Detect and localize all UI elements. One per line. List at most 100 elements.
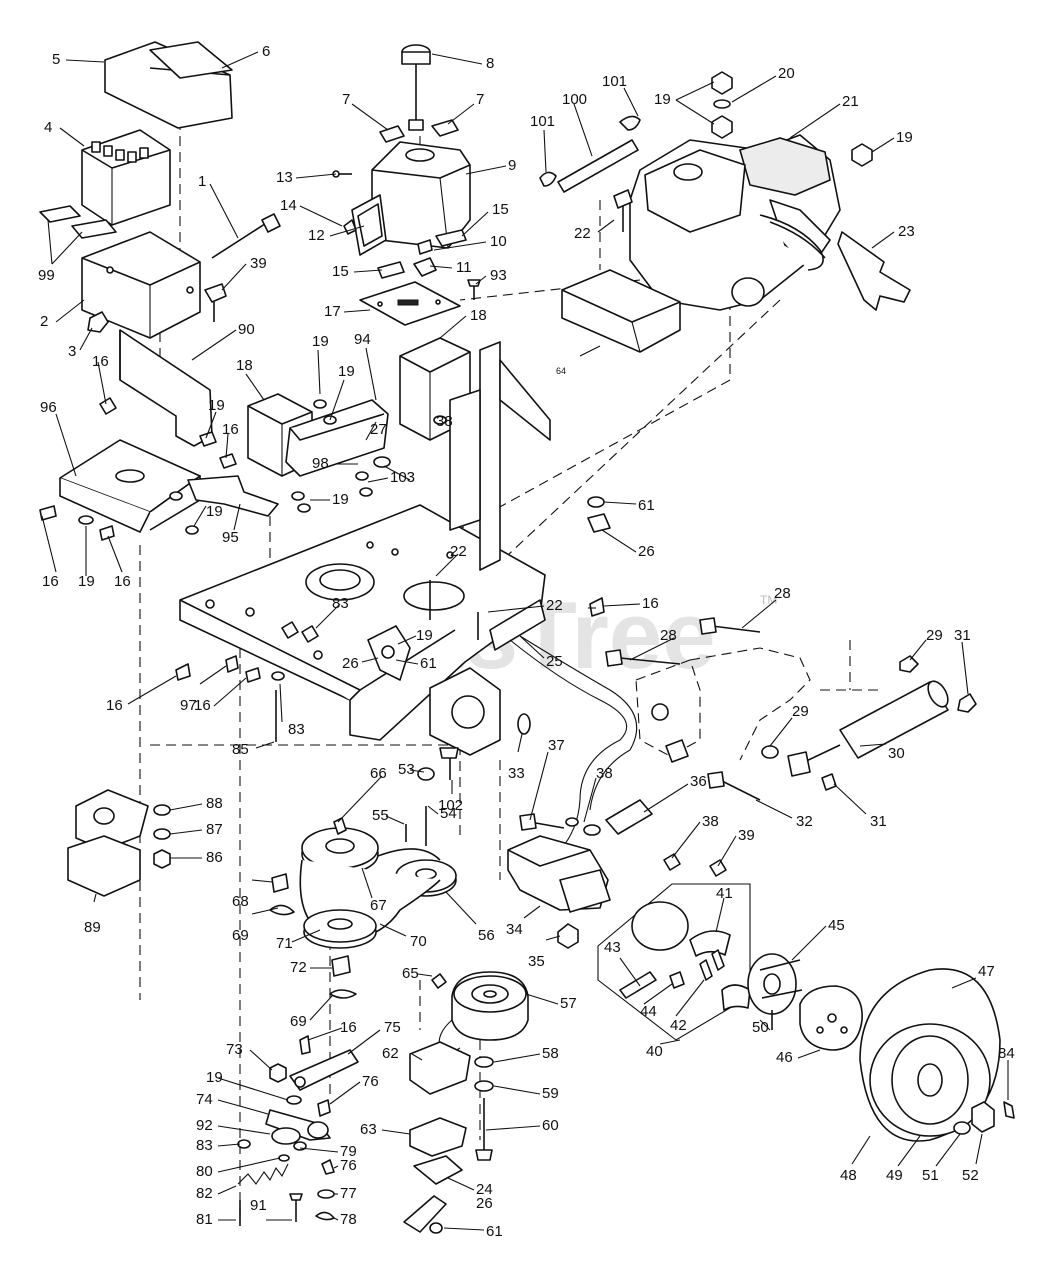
bracket-95 [187, 475, 279, 517]
callout-70: 70 [410, 933, 427, 950]
callout-101: 101 [602, 73, 627, 90]
callout-90: 90 [238, 321, 255, 338]
callout-31: 31 [954, 627, 971, 644]
clutch-brackets-62-63 [409, 1041, 471, 1157]
callout-3: 3 [68, 343, 76, 360]
callout-83: 83 [332, 595, 349, 612]
callout-34: 34 [506, 921, 523, 938]
callout-28b: 28 [660, 627, 677, 644]
callout-60: 60 [542, 1117, 559, 1134]
fittings-37-38 [519, 813, 727, 877]
callout-68: 68 [232, 893, 249, 910]
bolts-28 [605, 617, 761, 667]
callout-33: 33 [508, 765, 525, 782]
callout-80: 80 [196, 1163, 213, 1180]
callout-41: 41 [716, 885, 733, 902]
callout-19: 19 [654, 91, 671, 108]
callout-30: 30 [888, 745, 905, 762]
callout-76: 76 [362, 1073, 379, 1090]
callout-53: 53 [398, 761, 415, 778]
callout-93: 93 [490, 267, 507, 284]
callout-61c: 61 [486, 1223, 503, 1240]
spacer-46 [799, 985, 863, 1051]
callout-38: 38 [436, 413, 453, 430]
bolt-32 [707, 771, 761, 801]
callout-62: 62 [382, 1045, 399, 1062]
callout-18b: 18 [236, 357, 253, 374]
battery-tray [81, 231, 201, 339]
callout-16e: 16 [642, 595, 659, 612]
callout-97: 97 [180, 697, 197, 714]
callout-76b: 76 [340, 1157, 357, 1174]
callout-42: 42 [670, 1017, 687, 1034]
callout-102: 102 [438, 797, 463, 814]
callout-88: 88 [206, 795, 223, 812]
callout-6: 6 [262, 43, 270, 60]
callout-50: 50 [752, 1019, 769, 1036]
callout-16d: 16 [114, 573, 131, 590]
idler-arm-75 [289, 1035, 359, 1091]
bracket-26-61-bottom [403, 1195, 447, 1234]
nut-35 [557, 923, 579, 949]
main-frame [179, 504, 546, 741]
clutch-hardware [431, 973, 494, 1161]
callout-22: 22 [574, 225, 591, 242]
callout-64: 64 [556, 366, 566, 376]
callout-48: 48 [840, 1167, 857, 1184]
wheel-fasteners [771, 1010, 1015, 1135]
frame-upright-27 [449, 341, 551, 571]
callout-10: 10 [490, 233, 507, 250]
callout-26: 26 [638, 543, 655, 560]
bracket-89 [67, 789, 149, 897]
callout-94: 94 [354, 331, 371, 348]
callout-29b: 29 [792, 703, 809, 720]
carriage-bolt-39 [204, 283, 227, 322]
battery [81, 129, 171, 226]
callout-32: 32 [796, 813, 813, 830]
callout-55: 55 [372, 807, 389, 824]
callout-20: 20 [778, 65, 795, 82]
callout-61: 61 [638, 497, 655, 514]
battery-spacer-pads [39, 205, 117, 239]
callout-16h: 16 [340, 1019, 357, 1036]
callout-67: 67 [370, 897, 387, 914]
screws-13-14 [332, 170, 357, 235]
pump-34 [507, 835, 611, 913]
callout-7: 7 [342, 91, 350, 108]
callout-87: 87 [206, 821, 223, 838]
callout-43: 43 [604, 939, 621, 956]
callout-85: 85 [232, 741, 249, 758]
dash-bracket-90 [119, 329, 213, 447]
idler-arm-74 [265, 1109, 331, 1145]
callout-17: 17 [324, 303, 341, 320]
callout-46: 46 [776, 1049, 793, 1066]
callout-24: 24 [476, 1181, 493, 1198]
callout-27: 27 [370, 421, 387, 438]
bolt-102 [439, 747, 459, 780]
callout-65: 65 [402, 965, 419, 982]
frame-plate-25 [429, 667, 501, 756]
hydraulic-hoses [509, 635, 638, 851]
brake-linkage-28 [635, 647, 811, 763]
callout-19d: 19 [338, 363, 355, 380]
callout-74: 74 [196, 1091, 213, 1108]
callout-38b: 38 [596, 765, 613, 782]
callout-78: 78 [340, 1211, 357, 1228]
callout-13: 13 [276, 169, 293, 186]
callout-75: 75 [384, 1019, 401, 1036]
tank-strap [351, 194, 387, 256]
fuel-line-100-101 [539, 115, 641, 193]
callout-19c: 19 [312, 333, 329, 350]
callout-84: 84 [998, 1045, 1015, 1062]
callout-26b: 26 [342, 655, 359, 672]
callout-19b: 19 [896, 129, 913, 146]
callout-73: 73 [226, 1041, 243, 1058]
callout-15b: 15 [332, 263, 349, 280]
engine [629, 134, 841, 311]
callout-16b: 16 [222, 421, 239, 438]
callout-16c: 16 [42, 573, 59, 590]
callout-8: 8 [486, 55, 494, 72]
callout-38c: 38 [702, 813, 719, 830]
callout-103: 103 [390, 469, 415, 486]
